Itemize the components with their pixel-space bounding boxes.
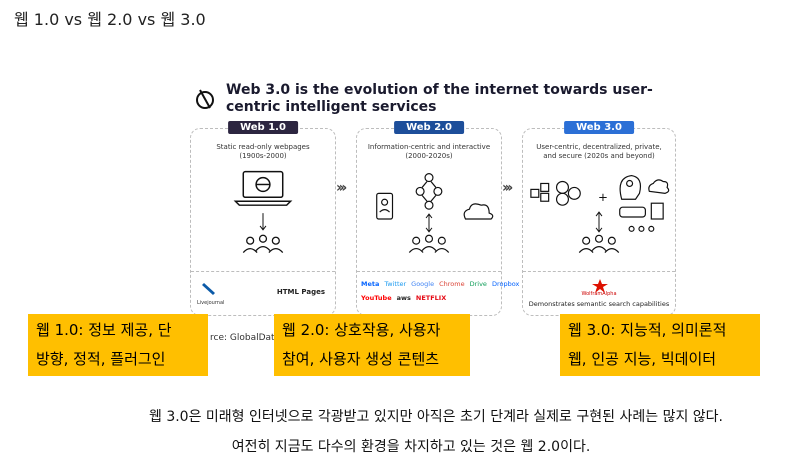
blockchain-ai-illustration: + [530,174,670,253]
dots-icon [628,225,655,232]
summary-line-1: 웹 3.0은 미래형 인터넷으로 각광받고 있지만 아직은 초기 단계라 실제로… [148,409,723,425]
figure-title: Web 3.0 is the evolution of the internet… [226,82,653,115]
web2-panel: Web 2.0 Information-centric and interact… [356,121,519,317]
callout-web3: 웹 3.0: 지능적, 의미론적 웹, 인공 지능, 빅데이터 [560,314,760,376]
web2-description: Information-centric and interactive (200… [363,143,495,161]
livejournal-pencil-icon [202,283,215,295]
cloud-icon [648,179,670,194]
callout-web2-line2: 참여, 사용자 생성 콘텐츠 [282,350,440,368]
web1-badge: Web 1.0 [228,121,298,134]
web1-desc-line1: Static read-only webpages [216,143,310,151]
callout-web1-line2: 방향, 정적, 플러그인 [36,350,166,368]
web2-desc-line1: Information-centric and interactive [367,143,491,151]
web3-desc-line2: and secure (2020s and beyond) [543,152,655,160]
brand-meta: Meta [361,280,380,288]
ai-head-icon [619,174,642,200]
web-evolution-figure: Web 3.0 is the evolution of the internet… [190,78,680,328]
brand-chrome: Chrome [439,280,465,288]
brand-twitter: Twitter [384,280,407,288]
web1-description: Static read-only webpages (1900s-2000) [197,143,329,161]
web3-desc-line1: User-centric, decentralized, private, [536,143,662,151]
web3-panel: Web 3.0 User-centric, decentralized, pri… [522,121,676,317]
brand-aws: aws [396,294,411,302]
blocks-icon [530,182,550,202]
web2-badge: Web 2.0 [394,121,464,134]
callout-web1-line1: 웹 1.0: 정보 제공, 단 [36,321,172,339]
web1-footer-text: HTML Pages [276,288,325,296]
arrow-chevrons-2: ››› [502,180,513,196]
callout-web3-line1: 웹 3.0: 지능적, 의미론적 [568,321,727,339]
callout-web2-line1: 웹 2.0: 상호작용, 사용자 [282,321,441,339]
web3-brand: WolframAlpha [581,291,617,297]
globaldata-logo-icon [196,89,214,109]
crypto-coins-icon [555,180,581,206]
plus-icon: + [598,190,608,204]
figure-source: rce: GlobalData [210,333,281,343]
web3-footer-text: Demonstrates semantic search capabilitie… [528,300,670,308]
network-people-icon [415,173,443,210]
web3-badge: Web 3.0 [564,121,634,134]
network-cloud-illustration [376,173,494,253]
page-heading: 웹 1.0 vs 웹 2.0 vs 웹 3.0 [14,10,206,29]
arrow-chevrons-1: ››› [336,180,347,196]
web2-brands-row2: YouTube aws NETFLIX [361,294,497,302]
cloud-icon [463,203,494,220]
vr-glasses-icon [619,206,646,218]
summary-line-2: 여전히 지금도 다수의 환경을 차지하고 있는 것은 웹 2.0이다. [231,439,591,455]
web3-footer: WolframAlpha Demonstrates semantic searc… [523,271,675,317]
users-icon [242,234,284,253]
web1-footer: Livejournal HTML Pages [191,271,335,317]
users-icon [408,234,450,253]
brand-google: Google [411,280,435,288]
brand-netflix: NETFLIX [415,294,447,302]
web2-brands-row1: Meta Twitter Google Chrome Drive Dropbox [361,280,519,288]
web1-brand: Livejournal [197,300,225,306]
wolframalpha-logo-icon [592,279,608,293]
computer-users-illustration [233,170,293,253]
brand-drive: Drive [469,280,487,288]
brand-youtube: YouTube [361,294,392,302]
callout-web2: 웹 2.0: 상호작용, 사용자 참여, 사용자 생성 콘텐츠 [274,314,470,376]
web1-desc-line2: (1900s-2000) [239,152,287,160]
web2-desc-line2: (2000-2020s) [405,152,453,160]
web2-footer: Meta Twitter Google Chrome Drive Dropbox… [357,271,519,317]
phone-user-icon [376,192,394,220]
users-icon [578,234,620,253]
document-icon [650,202,664,220]
callout-web1: 웹 1.0: 정보 제공, 단 방향, 정적, 플러그인 [28,314,208,376]
web3-description: User-centric, decentralized, private, an… [529,143,669,161]
callout-web3-line2: 웹, 인공 지능, 빅데이터 [568,350,717,368]
web1-panel: Web 1.0 Static read-only webpages (1900s… [190,121,336,317]
brand-dropbox: Dropbox [491,280,520,288]
computer-icon [233,170,293,206]
